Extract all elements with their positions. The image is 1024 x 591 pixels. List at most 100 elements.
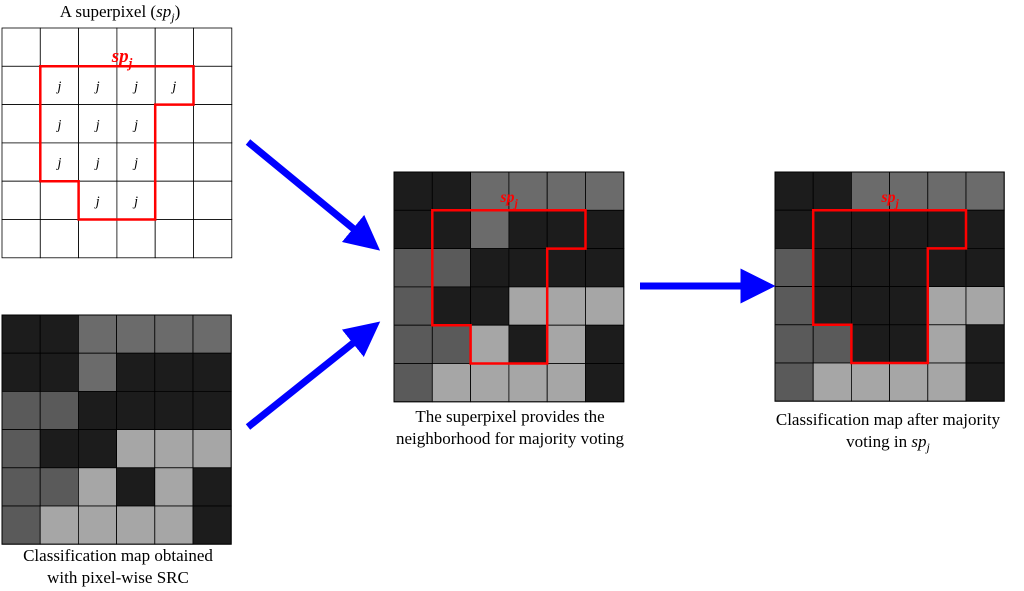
map-cell bbox=[431, 286, 471, 326]
map-cell bbox=[1, 352, 41, 392]
grid-cell bbox=[1, 219, 41, 259]
pixelwise-classification-map bbox=[1, 314, 232, 545]
map-cell bbox=[39, 352, 79, 392]
map-cell bbox=[965, 171, 1005, 211]
map-cell bbox=[774, 286, 814, 326]
map-cell bbox=[393, 209, 433, 250]
grid-cell bbox=[154, 27, 194, 67]
map-cell bbox=[508, 363, 548, 403]
map-cell bbox=[546, 171, 586, 211]
map-cell bbox=[889, 171, 929, 211]
map-cell bbox=[889, 324, 929, 364]
arrow-superpixel-to-neighborhood bbox=[245, 139, 381, 251]
map-cell bbox=[39, 429, 79, 469]
map-cell bbox=[154, 467, 194, 507]
map-cell bbox=[116, 390, 156, 430]
map-border bbox=[393, 171, 625, 403]
map-cell bbox=[431, 171, 471, 211]
map-cell bbox=[192, 467, 232, 507]
grid-cell bbox=[39, 27, 79, 67]
grid-cell bbox=[1, 142, 41, 182]
map-cell bbox=[192, 505, 232, 545]
map-cell bbox=[154, 352, 194, 392]
cell-label: j bbox=[94, 156, 100, 171]
caption-voted-map: Classification map after majority voting… bbox=[748, 409, 1024, 453]
caption-pixelwise-line2: with pixel-wise SRC bbox=[47, 568, 189, 587]
map-cell bbox=[546, 286, 586, 326]
cell-label: j bbox=[132, 79, 138, 94]
map-cell bbox=[546, 248, 586, 288]
map-cell bbox=[393, 363, 433, 403]
grid-cell bbox=[39, 180, 79, 220]
grid-cell bbox=[193, 180, 233, 220]
map-cell bbox=[470, 248, 510, 288]
cell-label: j bbox=[132, 118, 138, 133]
caption-neighborhood-line2: neighborhood for majority voting bbox=[395, 429, 625, 448]
superpixel-outline bbox=[39, 65, 195, 221]
map-cell bbox=[546, 209, 586, 250]
superpixel-label: spj bbox=[499, 189, 518, 210]
map-cell bbox=[78, 314, 118, 354]
superpixel-outline bbox=[431, 209, 587, 365]
map-cell bbox=[39, 314, 79, 354]
grid-cell bbox=[78, 27, 118, 67]
map-cell bbox=[965, 324, 1005, 364]
map-cell bbox=[78, 467, 118, 507]
map-cell bbox=[851, 247, 891, 287]
map-cell bbox=[508, 286, 548, 326]
cell-label: j bbox=[170, 79, 176, 94]
map-cell bbox=[393, 171, 433, 211]
map-cell bbox=[851, 362, 891, 402]
map-cell bbox=[393, 248, 433, 288]
map-cell bbox=[78, 505, 118, 545]
map-cell bbox=[431, 209, 471, 250]
map-cell bbox=[154, 390, 194, 430]
caption-voted-line1: Classification map after majority bbox=[775, 410, 1001, 429]
cell-label: j bbox=[56, 156, 62, 171]
map-cell bbox=[116, 314, 156, 354]
map-cell bbox=[927, 324, 967, 364]
map-cell bbox=[889, 362, 929, 402]
cell-label: j bbox=[56, 79, 62, 94]
map-cell bbox=[546, 363, 586, 403]
grid-cell bbox=[1, 27, 41, 67]
map-cell bbox=[431, 363, 471, 403]
map-cell bbox=[812, 247, 852, 287]
map-cell bbox=[812, 209, 852, 249]
map-cell bbox=[927, 171, 967, 211]
map-cell bbox=[508, 248, 548, 288]
map-cell bbox=[116, 429, 156, 469]
grid-cell bbox=[154, 219, 194, 259]
map-cell bbox=[889, 247, 929, 287]
map-cell bbox=[585, 209, 625, 250]
map-cell bbox=[508, 171, 548, 211]
map-cell bbox=[965, 286, 1005, 326]
map-cell bbox=[812, 362, 852, 402]
map-cell bbox=[78, 390, 118, 430]
grid-cell bbox=[78, 219, 118, 259]
map-cell bbox=[585, 286, 625, 326]
map-cell bbox=[1, 429, 41, 469]
map-cell bbox=[585, 363, 625, 403]
map-cell bbox=[774, 171, 814, 211]
map-cell bbox=[851, 209, 891, 249]
map-cell bbox=[39, 390, 79, 430]
map-cell bbox=[39, 467, 79, 507]
map-cell bbox=[812, 171, 852, 211]
grid-cell bbox=[193, 65, 233, 106]
map-cell bbox=[393, 286, 433, 326]
map-cell bbox=[927, 362, 967, 402]
map-cell bbox=[154, 314, 194, 354]
map-cell bbox=[927, 247, 967, 287]
grid-cell bbox=[116, 142, 156, 182]
map-cell bbox=[431, 248, 471, 288]
map-cell bbox=[192, 352, 232, 392]
map-cell bbox=[508, 209, 548, 250]
map-cell bbox=[812, 286, 852, 326]
grid-cell bbox=[1, 180, 41, 220]
grid-cell bbox=[116, 27, 156, 67]
map-cell bbox=[116, 352, 156, 392]
caption-voted-line2: voting in spj bbox=[846, 432, 930, 454]
grid-cell bbox=[154, 65, 194, 106]
caption-neighborhood: The superpixel provides the neighborhood… bbox=[355, 406, 665, 450]
